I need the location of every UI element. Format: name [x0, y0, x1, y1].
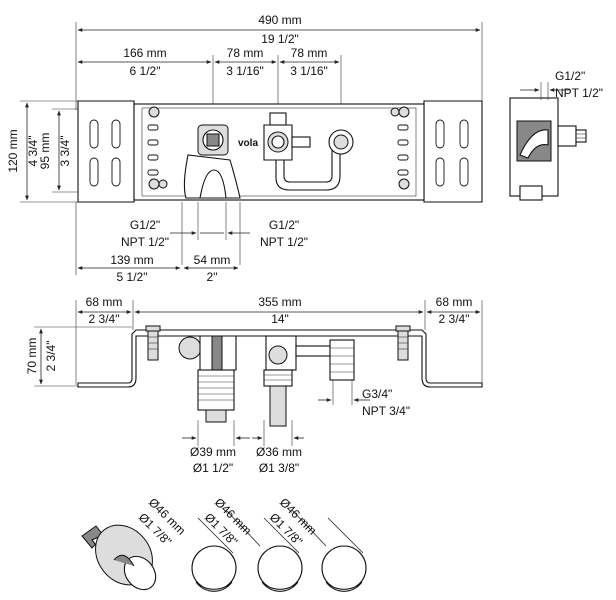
dia1-in: Ø1 1/2" [193, 461, 233, 475]
body-width-mm: 355 mm [258, 295, 301, 309]
left-bracket-mm: 68 mm [86, 295, 123, 309]
side-npt: NPT 1/2" [555, 86, 603, 100]
right-bracket-in: 2 3/4" [439, 312, 470, 326]
dia1-mm: Ø39 mm [190, 445, 236, 459]
left-bracket-in: 2 3/4" [89, 312, 120, 326]
height-mm: 120 mm [6, 129, 20, 172]
dia2-mm: Ø36 mm [256, 445, 302, 459]
spacing2-in: 3 1/16" [290, 64, 328, 78]
depth-in: 2 3/4" [44, 341, 58, 372]
inner-height-mm: 95 mm [38, 133, 52, 170]
height-in: 4 3/4" [26, 136, 40, 167]
side-thread: G1/2" [555, 69, 585, 83]
hole-3 [321, 545, 367, 591]
right-mounting-plate [423, 100, 483, 203]
front-view: 68 mm 2 3/4" 355 mm 14" 68 mm 2 3/4" 70 … [25, 295, 483, 475]
inlet-offset-in: 5 1/2" [117, 270, 148, 284]
hole-2 [257, 545, 303, 591]
outlet-thread: G3/4" [362, 387, 392, 401]
inlet1-npt: NPT 1/2" [121, 235, 169, 249]
spacing1-mm: 78 mm [227, 46, 264, 60]
right-bracket-mm: 68 mm [436, 295, 473, 309]
inlet2-npt: NPT 1/2" [260, 235, 308, 249]
hole-1 [191, 545, 237, 591]
spacing2-mm: 78 mm [291, 46, 328, 60]
outlet-npt: NPT 3/4" [362, 404, 410, 418]
inlet-spacing-in: 2" [207, 270, 218, 284]
left-offset-mm: 166 mm [123, 46, 166, 60]
overall-width-in: 19 1/2" [261, 32, 299, 46]
overall-width-mm: 490 mm [258, 13, 301, 27]
spacing1-in: 3 1/16" [226, 64, 264, 78]
side-view: G1/2" NPT 1/2" [509, 69, 603, 201]
body-width-in: 14" [271, 312, 289, 326]
hole-saw-section: Ø46 mm Ø1 7/8" Ø46 mm Ø1 7/8" Ø46 mm Ø1 … [81, 495, 367, 592]
inner-height-in: 3 3/4" [58, 136, 72, 167]
inlet-spacing-mm: 54 mm [194, 253, 231, 267]
inlet2-thread: G1/2" [269, 218, 299, 232]
left-offset-in: 6 1/2" [130, 64, 161, 78]
inlet-offset-mm: 139 mm [110, 253, 153, 267]
brand-logo: vola [238, 138, 258, 149]
inlet1-thread: G1/2" [130, 218, 160, 232]
hole-saw-icon [81, 524, 157, 591]
top-view: 490 mm 19 1/2" 166 mm 6 1/2" 78 mm 3 1/1… [6, 13, 483, 284]
mounting-bracket-profile [77, 329, 483, 388]
depth-mm: 70 mm [25, 338, 39, 375]
left-mounting-plate [77, 100, 135, 203]
dia2-in: Ø1 3/8" [259, 461, 299, 475]
